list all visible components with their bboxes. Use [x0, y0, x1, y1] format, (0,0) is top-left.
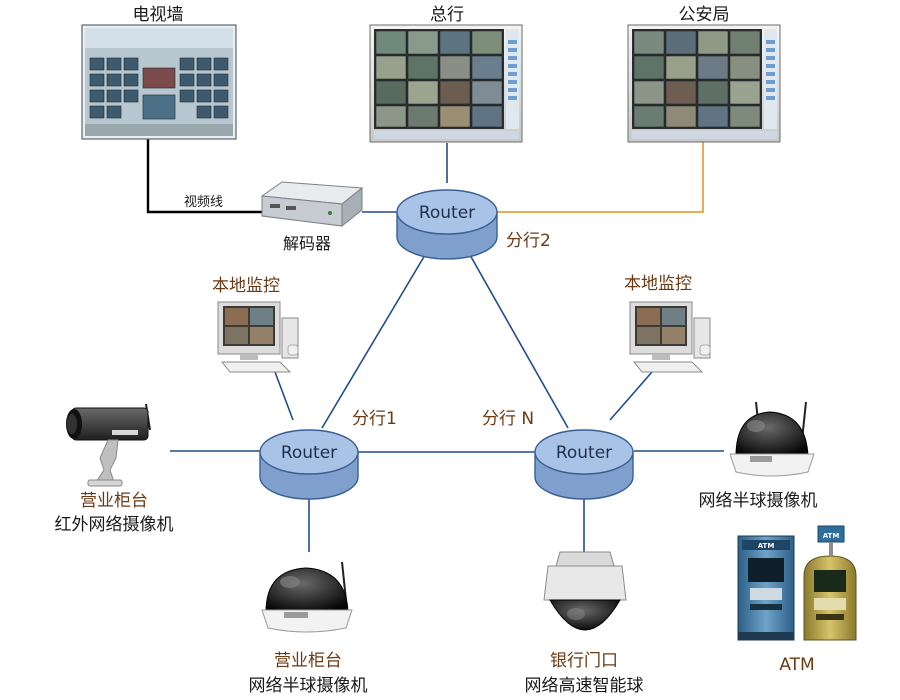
dome-counter-line2: 网络半球摄像机: [249, 676, 368, 696]
speed-dome-line1: 银行门口: [550, 651, 618, 671]
link-pc-right-routerN: [609, 371, 653, 421]
hq-label: 总行: [430, 5, 464, 25]
speed-dome-icon: [543, 551, 627, 631]
video-line: [146, 138, 262, 214]
pc-left-icon: [217, 301, 299, 373]
router-branch1-text: Router: [281, 443, 337, 463]
router-branchN: [534, 429, 634, 500]
link-police-router2: [497, 140, 704, 213]
police-monitor-picture: [627, 24, 781, 143]
atm-blue-sign: ATM: [758, 542, 775, 550]
dome-camera-right-icon: [729, 401, 815, 477]
router-branch1: [259, 429, 359, 500]
decoder-box-icon: [260, 181, 364, 228]
tv-wall-label: 电视墙: [133, 5, 184, 25]
hq-monitor-picture: [369, 24, 523, 143]
video-line-label: 视频线: [184, 195, 223, 210]
atm-gold-sign: ATM: [823, 532, 840, 540]
atm-blue-icon: ATM: [737, 535, 795, 641]
decoder-label: 解码器: [283, 234, 331, 253]
atm-gold-icon: ATM: [803, 525, 857, 641]
pc-right-label: 本地监控: [624, 274, 692, 294]
speed-dome-line2: 网络高速智能球: [525, 676, 644, 696]
dome-counter-line1: 营业柜台: [274, 651, 342, 671]
ir-camera-line2: 红外网络摄像机: [55, 515, 174, 535]
router-branch2: [396, 189, 498, 260]
dome-camera-counter-icon: [261, 561, 353, 633]
branch2-label: 分行2: [506, 231, 551, 251]
ir-camera-line1: 营业柜台: [80, 491, 148, 511]
tv-wall-picture: [81, 24, 237, 140]
branch1-label: 分行1: [352, 409, 397, 429]
link-router2-router1: [321, 254, 426, 429]
router-branchN-text: Router: [556, 443, 612, 463]
police-label: 公安局: [679, 5, 730, 25]
labels: 电视墙 总行 公安局 视频线 解码器 Router Router Router …: [55, 5, 818, 696]
atm-label: ATM: [779, 655, 814, 675]
link-router2-routerN: [469, 254, 569, 429]
pc-left-label: 本地监控: [212, 276, 280, 296]
ir-camera-icon: [66, 403, 151, 487]
router-branch2-text: Router: [419, 203, 475, 223]
link-pc-left-router1: [274, 371, 294, 421]
dome-right-label: 网络半球摄像机: [699, 491, 818, 511]
pc-right-icon: [629, 301, 711, 373]
branchN-label: 分行 N: [482, 409, 534, 429]
